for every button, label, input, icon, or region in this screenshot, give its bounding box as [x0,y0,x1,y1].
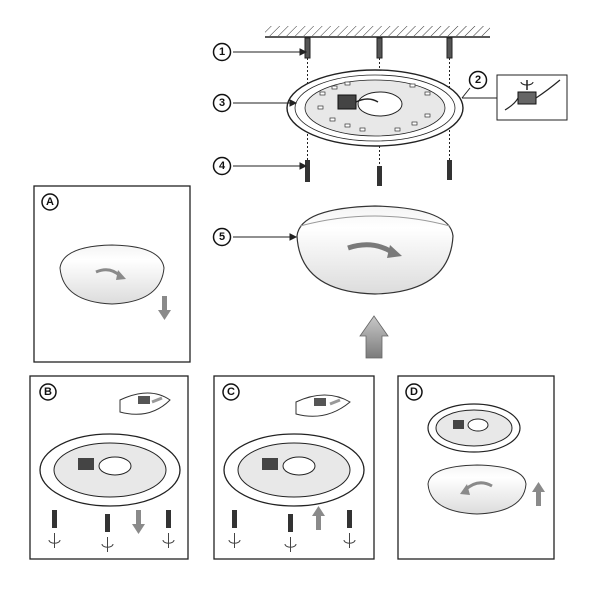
ceiling-hatch-icon [265,26,490,38]
screw-icon [305,160,452,186]
rotate-arrow-icon [347,242,402,258]
main-assembly: 1 2 3 4 5 [212,26,568,359]
mounting-plate [286,69,464,147]
up-arrow-icon [312,506,325,530]
panel-c-label: C [227,386,235,398]
terminal-block-icon [337,94,379,110]
callout-1-label: 1 [219,46,225,58]
panel-d: D [397,375,555,560]
rotate-arrow-icon [460,481,493,495]
callout-4-label: 4 [219,160,226,172]
panel-b-label: B [44,386,52,398]
panel-a: A [33,185,191,363]
wiring-inset [462,74,568,121]
down-arrow-icon [158,296,171,320]
callout-4: 4 [212,156,232,176]
callout-2-label: 2 [475,74,481,86]
screwdriver-icon [228,533,356,552]
panel-d-label: D [410,386,418,398]
panel-b: B [29,375,189,560]
callout-5: 5 [212,227,232,247]
screwdriver-icon [520,80,534,90]
rotate-arrow-icon [95,268,126,280]
down-arrow-icon [132,510,145,534]
panel-c: C [213,375,375,560]
callout-3: 3 [212,93,232,113]
panel-a-label: A [46,196,54,208]
callout-5-label: 5 [219,231,225,243]
callout-1: 1 [212,42,232,62]
ceiling-shade [296,205,454,295]
up-arrow-icon [532,482,545,506]
callout-3-label: 3 [219,97,225,109]
callout-2: 2 [468,70,488,90]
up-arrow-icon [359,315,389,359]
screwdriver-icon [48,533,175,552]
